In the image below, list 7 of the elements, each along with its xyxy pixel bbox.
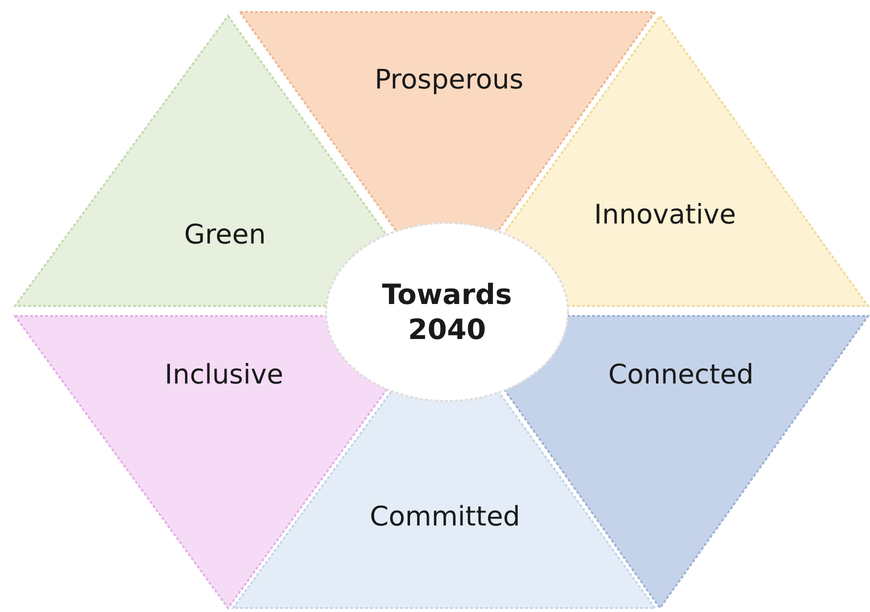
segment-label: Green bbox=[184, 220, 266, 250]
segment-label: Innovative bbox=[594, 200, 736, 230]
segment-label: Prosperous bbox=[374, 64, 524, 96]
segment-label: Committed bbox=[370, 502, 520, 532]
segment-label: Inclusive bbox=[164, 360, 284, 390]
center-title: Towards 2040 bbox=[381, 277, 513, 347]
segment-label: Connected bbox=[608, 360, 754, 390]
